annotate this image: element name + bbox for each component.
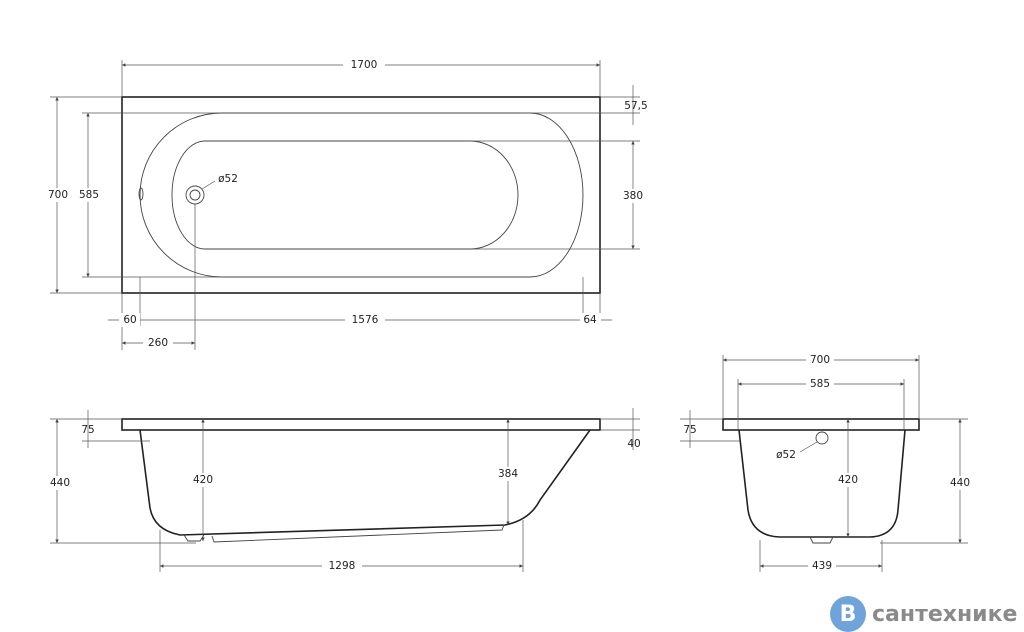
dim-bottom-width: 439 bbox=[812, 560, 832, 572]
basin-outline bbox=[139, 112, 584, 278]
side-drain bbox=[183, 534, 205, 542]
logo-text: сантехнике bbox=[872, 601, 1018, 627]
dim-side-rim-right: 40 bbox=[627, 438, 640, 450]
dim-rim-left: 60 bbox=[123, 314, 136, 326]
dim-overflow-diameter: ø52 bbox=[776, 449, 796, 461]
dim-inner-length: 1576 bbox=[352, 314, 379, 326]
dim-inner-width: 585 bbox=[79, 189, 99, 201]
floor-outline bbox=[171, 140, 519, 250]
end-rim bbox=[722, 418, 920, 431]
dim-side-height: 440 bbox=[50, 477, 70, 489]
side-rim bbox=[121, 418, 601, 431]
drain-icon bbox=[185, 185, 205, 205]
dim-rim-right: 57,5 bbox=[624, 100, 647, 112]
logo-badge: B bbox=[830, 596, 866, 632]
dim-end-width: 700 bbox=[810, 354, 830, 366]
dim-length: 1700 bbox=[351, 59, 378, 71]
dim-end-depth: 420 bbox=[838, 474, 858, 486]
dim-drain-diameter: ø52 bbox=[218, 173, 238, 185]
end-body bbox=[738, 429, 906, 538]
end-view: 700 585 75 ø52 420 440 439 bbox=[680, 353, 974, 573]
overflow-icon bbox=[138, 187, 144, 201]
brand-logo: B сантехнике bbox=[830, 596, 1017, 632]
dim-floor-width: 380 bbox=[623, 190, 643, 202]
dim-rim-end: 64 bbox=[583, 314, 597, 326]
top-view: 1700 700 585 57,5 380 60 1576 64 260 ø52 bbox=[44, 58, 648, 350]
dim-side-rim: 75 bbox=[81, 424, 94, 436]
tub-rim-outline bbox=[121, 96, 601, 294]
dim-bottom-length: 1298 bbox=[329, 560, 356, 572]
side-body bbox=[139, 429, 591, 536]
dim-depth-end: 384 bbox=[498, 468, 518, 480]
dim-width: 700 bbox=[48, 189, 68, 201]
dim-drain-offset: 260 bbox=[148, 337, 168, 349]
dim-end-inner-width: 585 bbox=[810, 378, 830, 390]
overflow-icon bbox=[815, 431, 829, 445]
dim-depth-drain: 420 bbox=[193, 474, 213, 486]
dim-end-height: 440 bbox=[950, 477, 970, 489]
side-view: 440 75 420 384 40 1298 bbox=[44, 408, 641, 573]
dim-end-rim: 75 bbox=[683, 424, 696, 436]
